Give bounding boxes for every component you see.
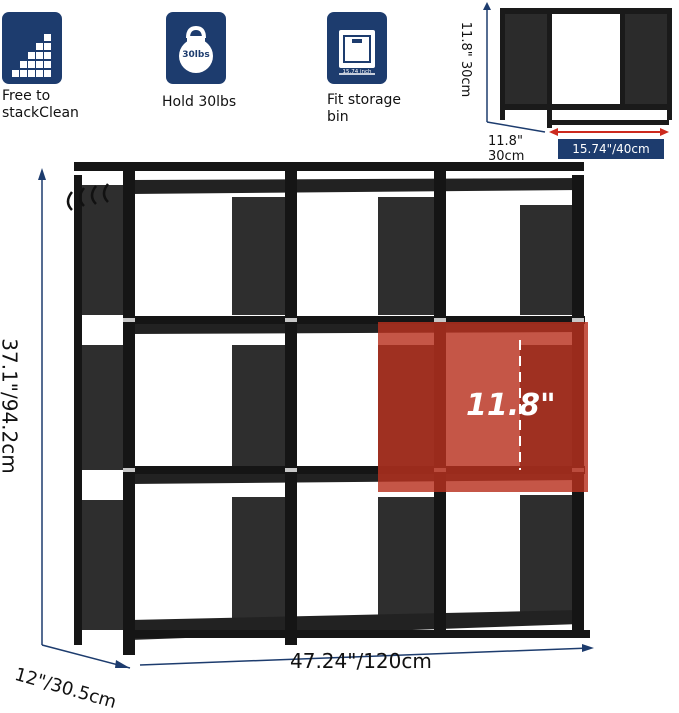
bin-badge: 15.74 inch [342, 69, 372, 75]
stacked-cubes-icon [12, 34, 51, 77]
shelf-width-label: 47.24"/120cm [290, 649, 432, 673]
stack-feature-tile [2, 12, 62, 84]
shelf-height-label: 37.1"/94.2cm [0, 338, 22, 474]
highlight-cube [378, 322, 588, 492]
cube-width-badge: 15.74"/40cm [558, 139, 664, 159]
bin-feature-label: Fit storage bin [327, 92, 402, 125]
stack-feature-label: Free to stackClean [2, 88, 79, 121]
cube-depth-label: 11.8" 30cm [488, 134, 525, 164]
storage-bin-icon [339, 30, 375, 75]
highlight-height-label: 11.8" [466, 388, 556, 423]
weight-badge: 30lbs [182, 50, 210, 60]
bin-feature-tile: 15.74 inch [327, 12, 387, 84]
weight-feature-tile: 30lbs [166, 12, 226, 84]
weight-feature-label: Hold 30lbs [162, 94, 237, 110]
kettlebell-icon [179, 25, 213, 73]
